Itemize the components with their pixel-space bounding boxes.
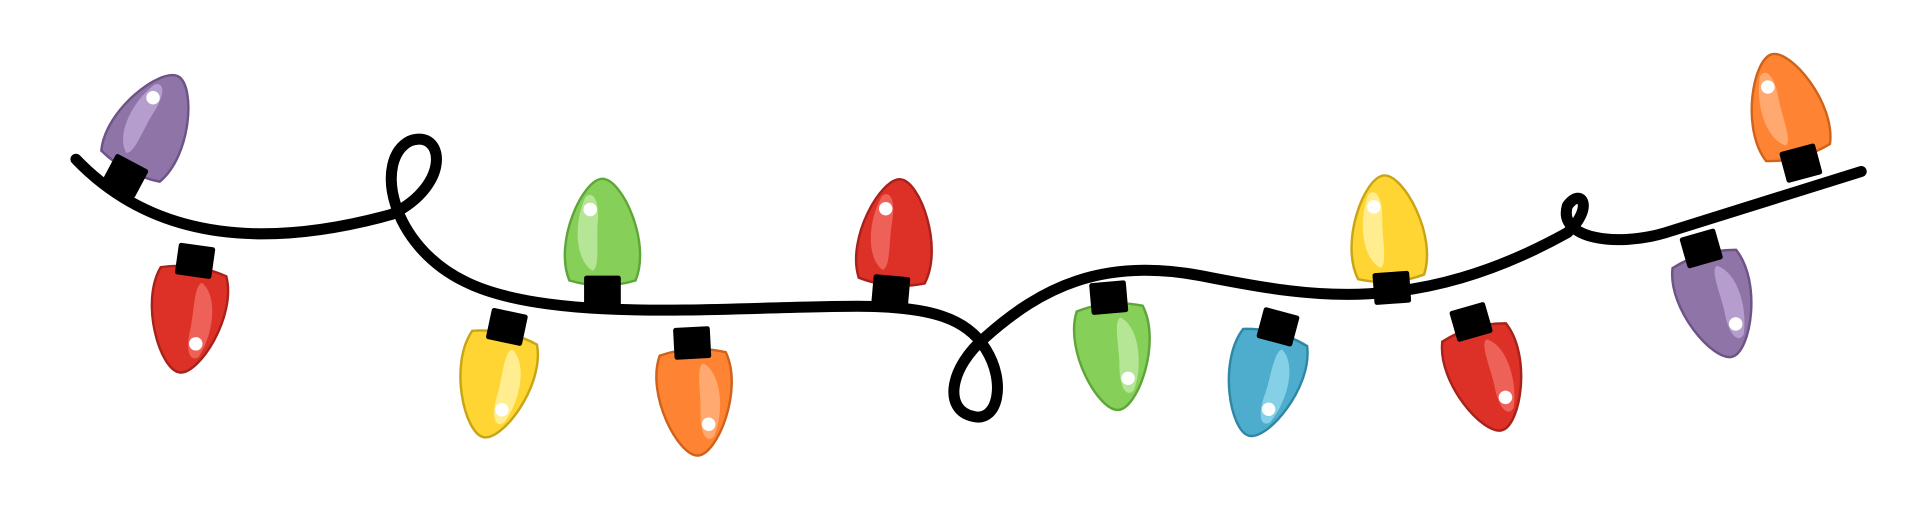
bulb-socket	[486, 307, 528, 346]
bulb-socket	[1779, 143, 1823, 183]
bulb-socket	[1372, 270, 1412, 305]
bulb-shine-dot	[1761, 80, 1775, 94]
bulb-glass	[150, 264, 230, 374]
bulb-shine-dot	[495, 402, 509, 417]
bulb-blue	[1227, 307, 1309, 437]
bulb-shine-dot	[583, 202, 597, 217]
bulb-socket	[1449, 302, 1493, 342]
bulb-orange	[1750, 52, 1832, 183]
bulb-red	[1440, 302, 1523, 432]
bulb-socket	[1679, 228, 1723, 269]
bulb-red	[854, 178, 933, 309]
bulb-socket	[871, 274, 911, 309]
bulb-glass	[459, 329, 540, 439]
bulb-socket	[584, 275, 621, 308]
bulb-socket	[1089, 280, 1129, 315]
bulb-green	[563, 177, 642, 308]
bulb-glass	[563, 177, 642, 287]
bulb-yellow	[1350, 174, 1429, 305]
bulb-shine-dot	[701, 417, 716, 432]
bulb-shine-dot	[1121, 371, 1135, 386]
bulb-highlight	[1116, 317, 1139, 393]
bulb-socket	[174, 242, 216, 279]
bulb-glass	[1227, 327, 1309, 437]
bulb-glass	[1440, 322, 1523, 432]
bulb-shine-dot	[878, 201, 893, 216]
bulb-glass	[1072, 302, 1151, 412]
bulb-purple	[100, 73, 190, 198]
bulb-glass	[1350, 174, 1429, 284]
light-string-wire	[70, 133, 1867, 423]
bulb-shine-dot	[1498, 390, 1513, 405]
bulb-group	[100, 52, 1832, 457]
bulb-shine-dot	[189, 337, 203, 351]
bulb-glass	[1671, 248, 1753, 359]
bulb-shine-dot	[1261, 402, 1276, 417]
bulb-glass	[1750, 52, 1832, 163]
bulb-shine-dot	[1367, 200, 1381, 214]
bulb-purple	[1671, 228, 1753, 359]
bulb-red	[150, 242, 230, 374]
bulb-green	[1072, 280, 1151, 412]
bulb-shine-dot	[1728, 317, 1743, 331]
bulb-glass	[655, 347, 733, 457]
bulb-socket	[1256, 307, 1300, 347]
bulb-socket	[102, 154, 149, 198]
bulb-yellow	[459, 307, 540, 439]
bulb-orange	[655, 326, 733, 457]
bulb-socket	[673, 326, 712, 360]
bulb-glass	[854, 178, 933, 288]
bulb-shine-dot	[146, 90, 160, 105]
